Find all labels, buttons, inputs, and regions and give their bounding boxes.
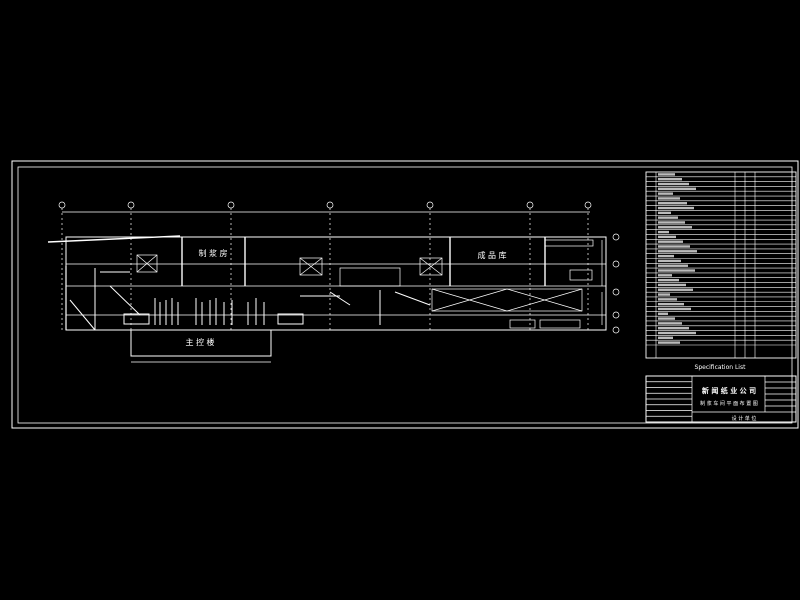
specification-legend-table [645,171,797,359]
equipment-box [339,267,401,287]
legend-row-text-mark [658,274,672,277]
bottom-strip: 设 计 单 位 [732,415,757,422]
sheet-outer-border [11,160,799,429]
legend-row-text-mark [658,250,697,253]
legend-row-text-mark [658,182,689,186]
legend-row-text-mark [658,278,679,282]
legend-row-text-mark [658,293,670,296]
equipment-box [539,319,581,329]
title-block-rows [646,381,692,417]
legend-row-text-mark [658,312,668,315]
equipment-box [136,254,158,273]
long-conveyor [431,288,583,312]
building-outline [65,236,607,331]
control-building-outline [130,329,272,357]
room-label-storage: 成 品 库 [477,250,506,260]
floor-plan [47,201,620,363]
room-label-control: 主 控 楼 [185,337,214,347]
legend-row-text-mark [658,336,673,339]
legend-row-text-mark [658,178,682,181]
legend-row-text-mark [658,254,674,258]
legend-row-text-mark [658,288,693,291]
legend-rows [646,173,796,346]
equipment-box [509,319,536,329]
legend-row-text-mark [658,221,685,224]
legend-row-text-mark [658,259,681,263]
legend-heading: Specification List [695,364,747,371]
legend-row-text-mark [658,264,688,267]
legend-row-text-mark [658,187,696,191]
legend-row-text-mark [658,235,676,239]
right-stair [544,239,594,247]
room-label-pulping: 制 浆 房 [198,248,227,258]
legend-row-text-mark [658,173,675,176]
legend-row-text-mark [658,283,686,287]
equipment-box [419,257,443,276]
legend-row-text-mark [658,192,673,195]
title-block-info-rows [765,381,796,407]
legend-row-text-mark [658,307,691,311]
legend-row-text-mark [658,240,683,243]
legend-row-text-mark [658,211,671,215]
title-block [645,375,797,423]
equipment-box [569,269,593,281]
drawing-name: 制 浆 车 间 平 面 布 置 图 [700,400,758,407]
legend-row-text-mark [658,230,669,234]
entry-conveyor [47,235,181,243]
grid-axis-markers [58,201,620,334]
legend-row-text-mark [658,298,677,301]
legend-row-text-mark [658,317,675,320]
legend-row-text-mark [658,326,689,330]
legend-row-text-mark [658,341,680,344]
process-machines [69,268,431,331]
company-name: 新 闻 纸 业 公 司 [702,386,756,395]
legend-row-text-mark [658,226,692,229]
legend-row-text-mark [658,216,678,219]
legend-row-text-mark [658,331,696,335]
legend-row-text-mark [658,197,680,200]
equipment-box [299,257,323,276]
legend-row-text-mark [658,302,684,306]
sheet-inner-border [17,166,793,424]
legend-row-text-mark [658,245,690,248]
legend-row-text-mark [658,206,694,210]
legend-row-text-mark [658,202,687,205]
legend-row-text-mark [658,269,695,272]
legend-row-text-mark [658,322,682,325]
